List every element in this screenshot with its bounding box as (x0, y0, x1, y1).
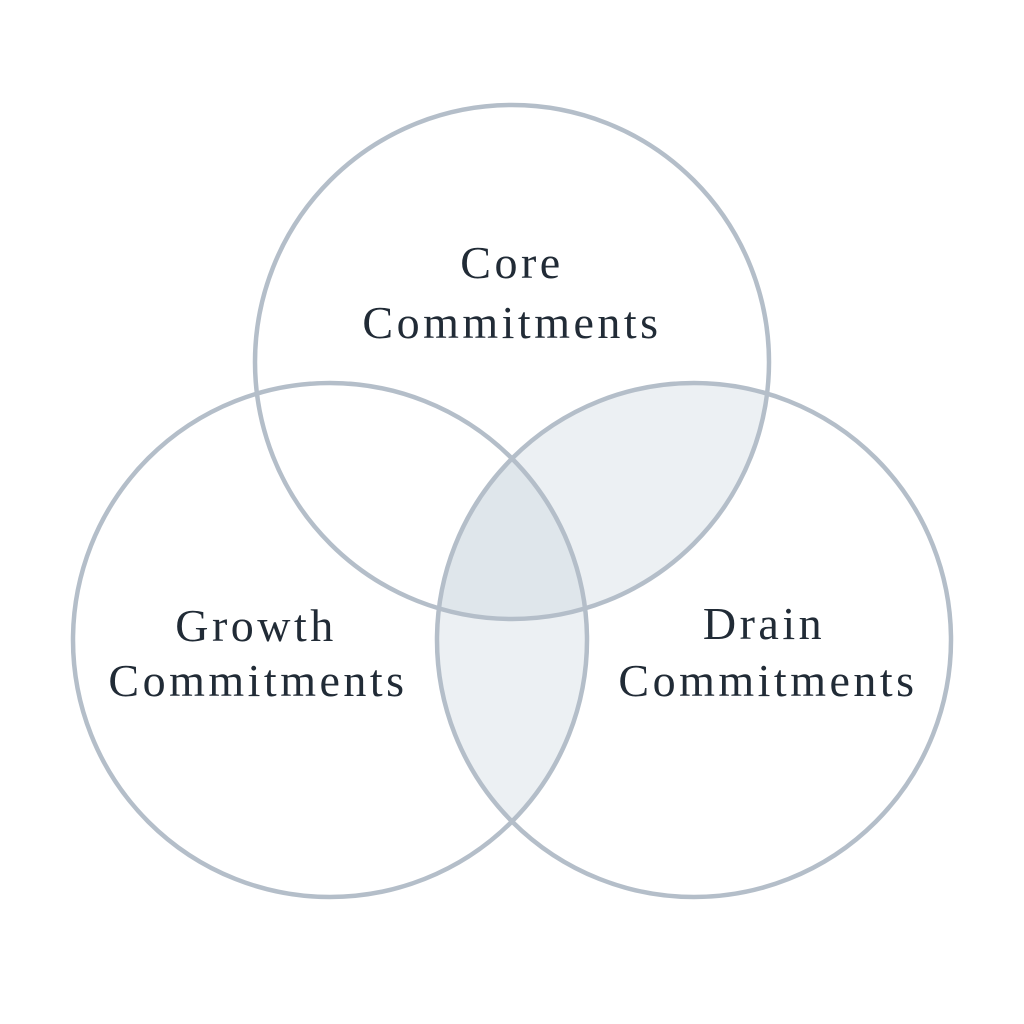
overlap-core-drain (437, 383, 769, 619)
label-growth-line1: Growth (175, 600, 337, 651)
label-core-line2: Commitments (362, 297, 661, 348)
circle-core (252, 102, 772, 622)
circle-drain (434, 380, 954, 900)
circle-growth (70, 380, 590, 900)
label-drain-line2: Commitments (618, 655, 917, 706)
label-growth-line2: Commitments (108, 655, 407, 706)
label-core-line1: Core (460, 237, 563, 288)
label-drain-line1: Drain (703, 598, 825, 649)
